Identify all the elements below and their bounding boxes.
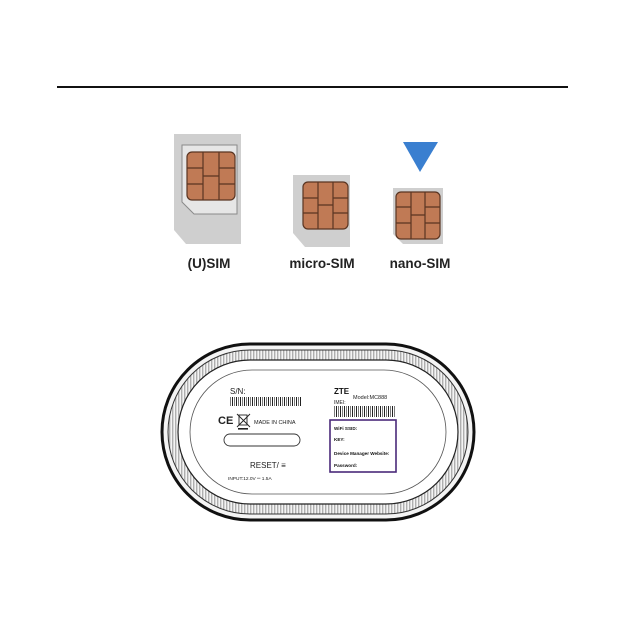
reset-label: RESET/ ≡ — [250, 461, 286, 470]
usim-chip — [187, 152, 235, 200]
micro-sim-chip — [303, 182, 348, 229]
sn-label: S/N: — [230, 387, 246, 396]
micro-sim-label: micro-SIM — [272, 256, 372, 271]
micro-sim-card — [293, 175, 350, 247]
password-label: Password: — [334, 463, 358, 468]
sn-barcode — [230, 397, 302, 406]
down-triangle-icon — [403, 142, 438, 172]
reset-slot — [224, 434, 300, 446]
nano-sim-card — [393, 188, 443, 244]
input-rating: INPUT:12.0V ═ 1.5A — [228, 476, 272, 482]
made-in-label: MADE IN CHINA — [254, 420, 296, 426]
device-underside: S/N: CE MADE IN CHINA RESET/ ≡ INPUT:12.… — [160, 342, 476, 522]
imei-label: IMEI: — [334, 400, 346, 406]
key-label: KEY: — [334, 437, 345, 442]
imei-barcode — [334, 406, 396, 417]
brand-label: ZTE — [334, 387, 350, 396]
nano-sim-label: nano-SIM — [370, 256, 470, 271]
model-label: Model:MC888 — [353, 395, 387, 401]
usim-label: (U)SIM — [159, 256, 259, 271]
nano-sim-chip — [396, 192, 440, 239]
device-manager-label: Device Manager Website: — [334, 451, 390, 456]
wifi-ssid-label: WiFi SSID: — [334, 426, 358, 431]
ce-mark: CE — [218, 415, 233, 427]
usim-card — [174, 134, 241, 244]
